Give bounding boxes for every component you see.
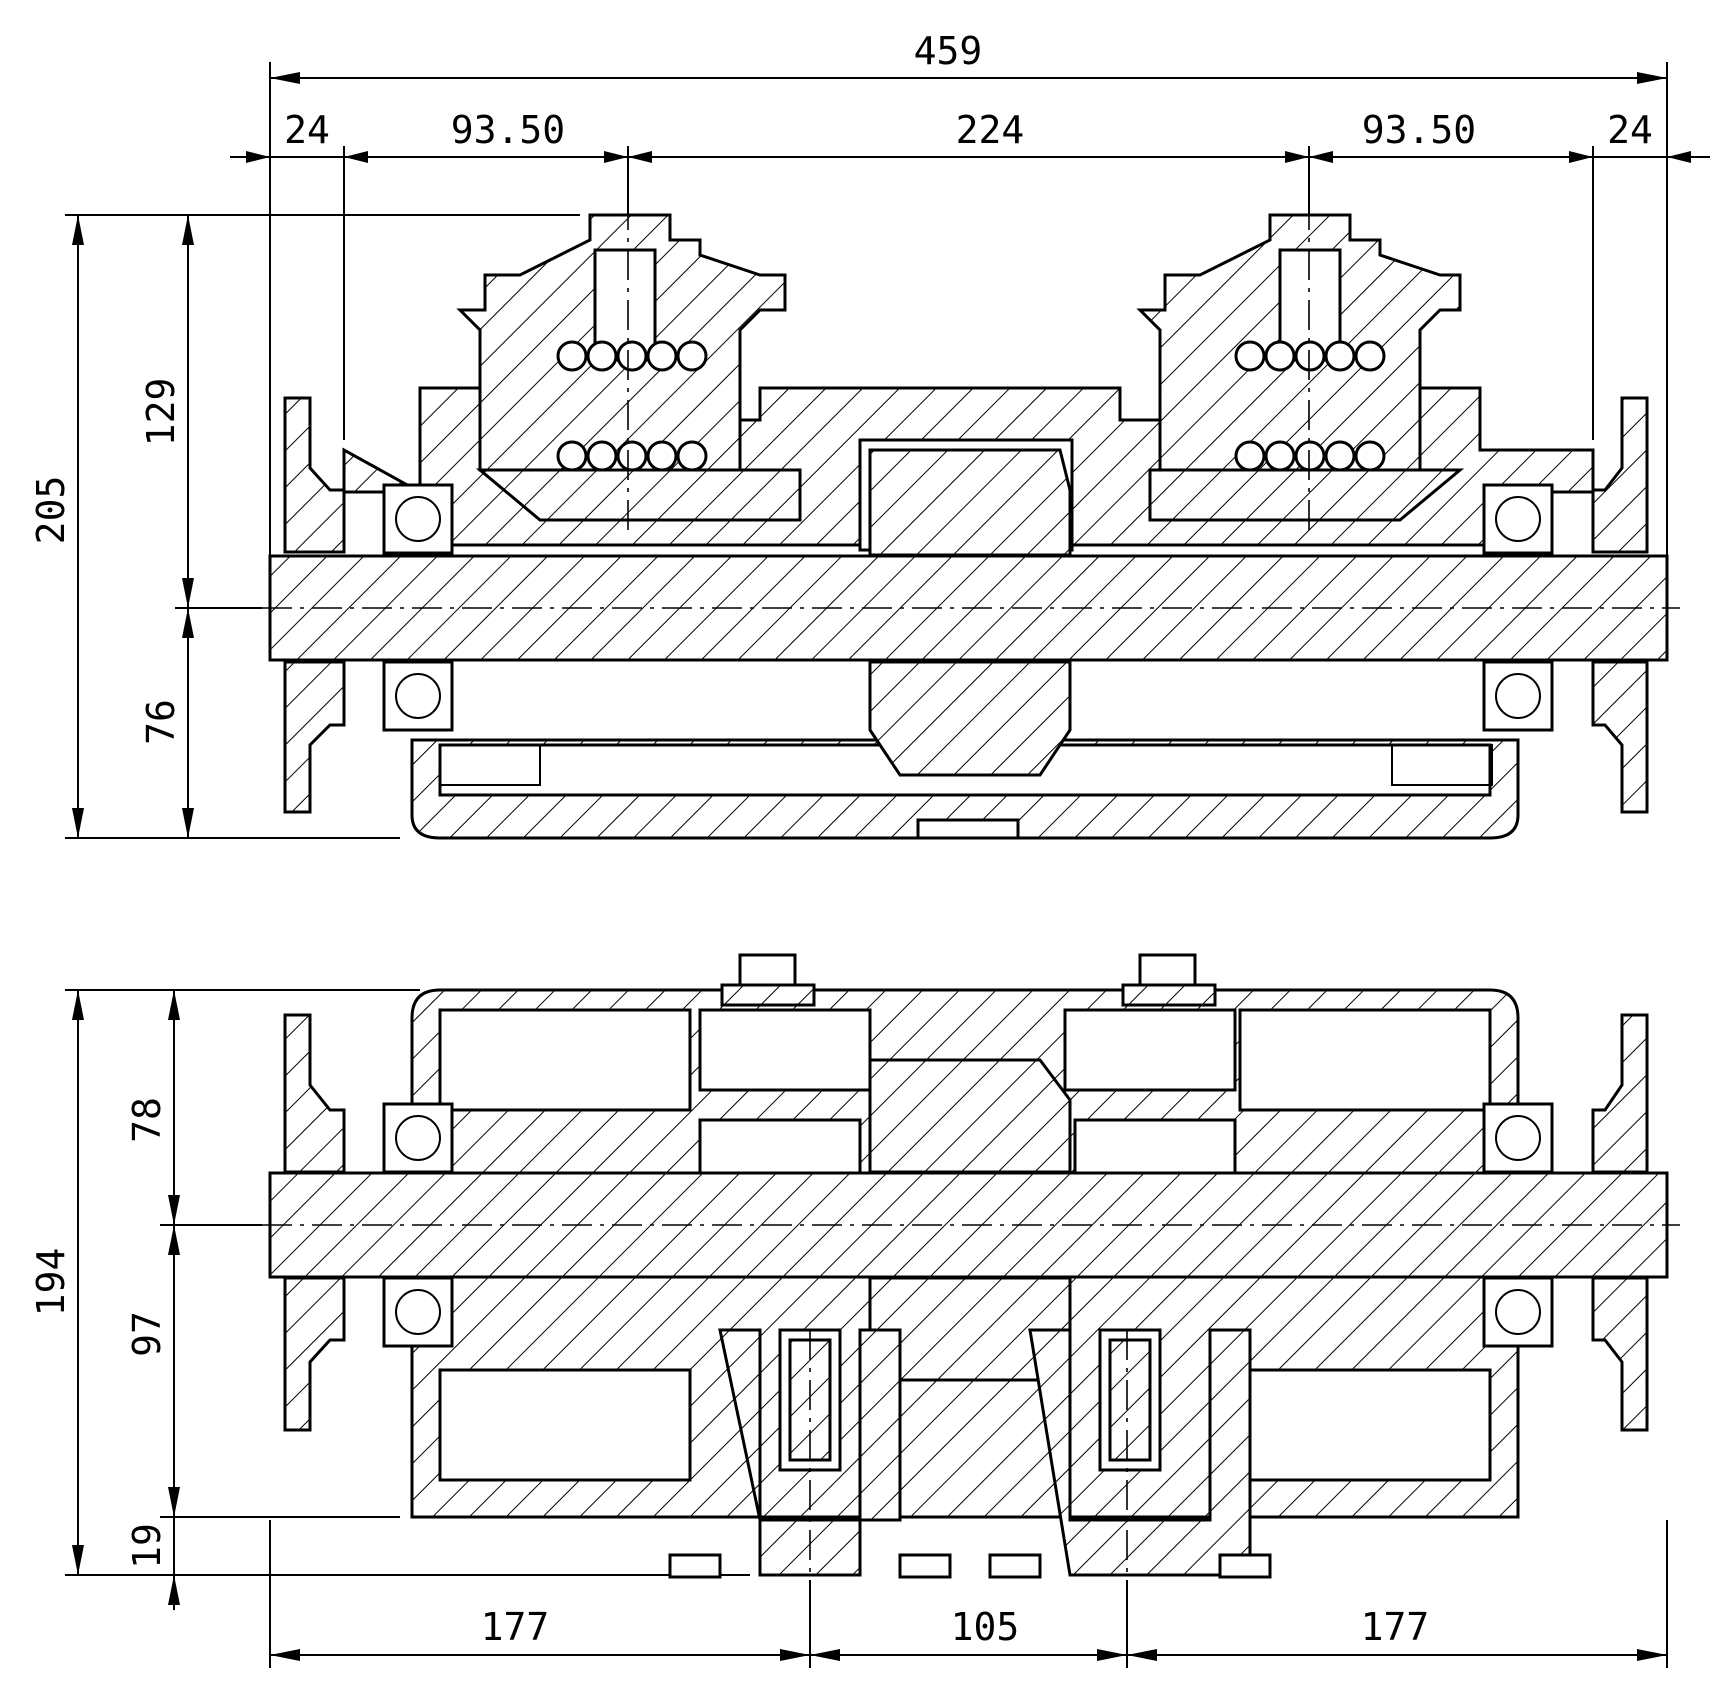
top-right-valve-assembly xyxy=(1136,200,1465,530)
dim-label-bottom-offset: 19 xyxy=(125,1523,169,1569)
dim-chain-bottom: 177 105 177 xyxy=(269,1520,1668,1668)
bottom-flanges xyxy=(283,1013,1649,1432)
dim-label-left-span-bottom: 177 xyxy=(481,1605,550,1649)
dim-vertical-bottom: 194 78 97 19 xyxy=(29,989,750,1610)
top-section-view: 459 24 93.50 224 93.50 24 xyxy=(29,29,1710,840)
top-bearings xyxy=(382,483,1554,732)
dim-label-overall: 459 xyxy=(914,29,983,73)
dim-label-overall-height-bottom: 194 xyxy=(29,1248,73,1317)
dim-label-center-span: 224 xyxy=(956,108,1025,152)
top-left-valve-assembly xyxy=(456,200,802,530)
bottom-cap-bolts xyxy=(720,953,1217,1007)
top-housing-lower xyxy=(410,738,1520,840)
top-gear-hub xyxy=(868,448,1072,777)
bottom-main-shaft xyxy=(262,1171,1680,1279)
dim-label-lower-height-bottom: 97 xyxy=(125,1311,169,1357)
dim-label-lower-height: 76 xyxy=(139,699,183,745)
dim-label-upper-height: 129 xyxy=(139,378,183,447)
bottom-gear-hub xyxy=(868,1058,1072,1382)
dim-label-upper-height-bottom: 78 xyxy=(125,1097,169,1143)
bottom-bearings xyxy=(382,1102,1554,1348)
dim-label-left-span: 93.50 xyxy=(451,108,565,152)
dim-label-right-span-bottom: 177 xyxy=(1361,1605,1430,1649)
dim-label-overall-height: 205 xyxy=(29,476,73,545)
top-flanges xyxy=(283,396,1649,814)
bottom-section-view: 194 78 97 19 177 105 177 xyxy=(29,953,1680,1668)
bottom-drive-assemblies xyxy=(668,1328,1272,1600)
dim-overall-459: 459 xyxy=(269,29,1668,560)
dim-vertical-top: 205 129 76 xyxy=(29,214,580,839)
dim-label-left-flange: 24 xyxy=(284,108,330,152)
dim-label-center-span-bottom: 105 xyxy=(951,1605,1020,1649)
dim-label-right-flange: 24 xyxy=(1607,108,1653,152)
top-main-shaft xyxy=(262,554,1680,662)
dim-label-right-span: 93.50 xyxy=(1362,108,1476,152)
